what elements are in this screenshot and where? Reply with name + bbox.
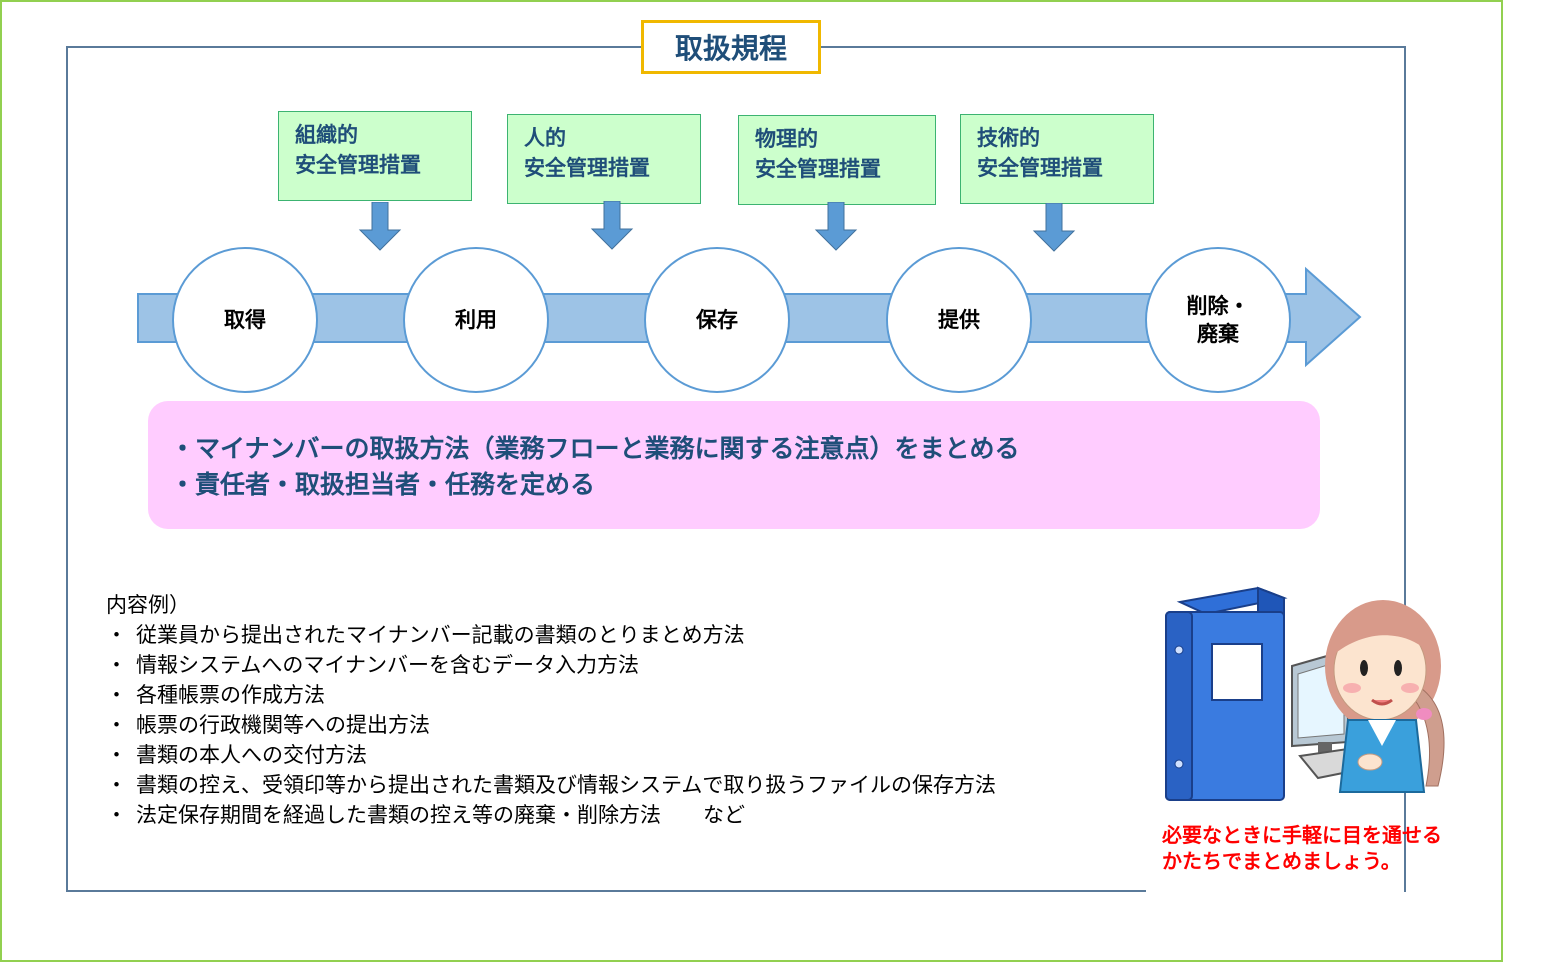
list-item-text: 情報システムへのマイナンバーを含むデータ入力方法 bbox=[136, 653, 639, 677]
measure-human: 人的 安全管理措置 bbox=[507, 114, 701, 204]
bullet: ・ bbox=[106, 683, 127, 707]
content-frame-bottom bbox=[66, 890, 1146, 892]
down-arrow-icon bbox=[590, 201, 634, 250]
stage-label: 削除・ 廃棄 bbox=[1186, 294, 1250, 346]
examples-list: 内容例） ・従業員から提出されたマイナンバー記載の書類のとりまとめ方法 ・情報シ… bbox=[106, 590, 1146, 830]
note-line: かたちでまとめましょう。 bbox=[1162, 849, 1401, 873]
note-line: 必要なときに手軽に目を通せる bbox=[1162, 823, 1442, 847]
note-text: 必要なときに手軽に目を通せる かたちでまとめましょう。 bbox=[1162, 822, 1492, 874]
down-arrow-icon bbox=[814, 202, 858, 251]
stage-provide: 提供 bbox=[886, 247, 1032, 393]
stage-delete-dispose: 削除・ 廃棄 bbox=[1145, 247, 1291, 393]
list-item-text: 帳票の行政機関等への提出方法 bbox=[136, 713, 430, 737]
bullet: ・ bbox=[106, 713, 127, 737]
stage-label: 提供 bbox=[938, 308, 980, 332]
measure-line1: 技術的 bbox=[977, 126, 1040, 150]
stage-label: 保存 bbox=[696, 308, 738, 332]
measure-line1: 物理的 bbox=[755, 127, 818, 151]
down-arrow-icon bbox=[358, 202, 402, 251]
bullet: ・ bbox=[106, 803, 127, 827]
measure-technical: 技術的 安全管理措置 bbox=[960, 114, 1154, 204]
bullet: ・ bbox=[106, 623, 127, 647]
measure-line2: 安全管理措置 bbox=[977, 156, 1103, 180]
list-item: ・法定保存期間を経過した書類の控え等の廃棄・削除方法 など bbox=[106, 800, 1146, 830]
bullet: ・ bbox=[106, 773, 127, 797]
binder-icon bbox=[1165, 586, 1288, 801]
stage-store: 保存 bbox=[644, 247, 790, 393]
list-item: ・書類の本人への交付方法 bbox=[106, 740, 1146, 770]
stage-label: 取得 bbox=[224, 308, 266, 332]
summary-line: ・マイナンバーの取扱方法（業務フローと業務に関する注意点）をまとめる bbox=[170, 434, 1020, 463]
list-item-text: 書類の本人への交付方法 bbox=[136, 743, 367, 767]
list-item-text: 従業員から提出されたマイナンバー記載の書類のとりまとめ方法 bbox=[136, 623, 745, 647]
summary-line: ・責任者・取扱担当者・任務を定める bbox=[170, 470, 596, 499]
measure-line2: 安全管理措置 bbox=[524, 156, 650, 180]
stage-acquire: 取得 bbox=[172, 247, 318, 393]
list-item-text: 書類の控え、受領印等から提出された書類及び情報システムで取り扱うファイルの保存方… bbox=[136, 773, 996, 797]
list-item: ・情報システムへのマイナンバーを含むデータ入力方法 bbox=[106, 650, 1146, 680]
summary-box: ・マイナンバーの取扱方法（業務フローと業務に関する注意点）をまとめる ・責任者・… bbox=[148, 401, 1320, 529]
stage-label: 利用 bbox=[455, 308, 497, 332]
measure-physical: 物理的 安全管理措置 bbox=[738, 115, 936, 205]
person-at-computer-icon bbox=[1291, 600, 1445, 793]
bullet: ・ bbox=[106, 653, 127, 677]
list-item-text: 各種帳票の作成方法 bbox=[136, 683, 325, 707]
measure-organizational: 組織的 安全管理措置 bbox=[278, 111, 472, 201]
measure-line1: 人的 bbox=[524, 126, 566, 150]
list-item: ・書類の控え、受領印等から提出された書類及び情報システムで取り扱うファイルの保存… bbox=[106, 770, 1146, 800]
down-arrow-icon bbox=[1032, 203, 1076, 252]
list-item: ・帳票の行政機関等への提出方法 bbox=[106, 710, 1146, 740]
measure-line1: 組織的 bbox=[295, 123, 358, 147]
list-item: ・従業員から提出されたマイナンバー記載の書類のとりまとめ方法 bbox=[106, 620, 1146, 650]
stage-use: 利用 bbox=[403, 247, 549, 393]
measure-line2: 安全管理措置 bbox=[755, 157, 881, 181]
measure-line2: 安全管理措置 bbox=[295, 153, 421, 177]
bullet: ・ bbox=[106, 743, 127, 767]
list-item: ・各種帳票の作成方法 bbox=[106, 680, 1146, 710]
list-item-text: 法定保存期間を経過した書類の控え等の廃棄・削除方法 など bbox=[136, 803, 745, 827]
examples-heading: 内容例） bbox=[106, 593, 190, 617]
page-title: 取扱規程 bbox=[641, 20, 821, 74]
